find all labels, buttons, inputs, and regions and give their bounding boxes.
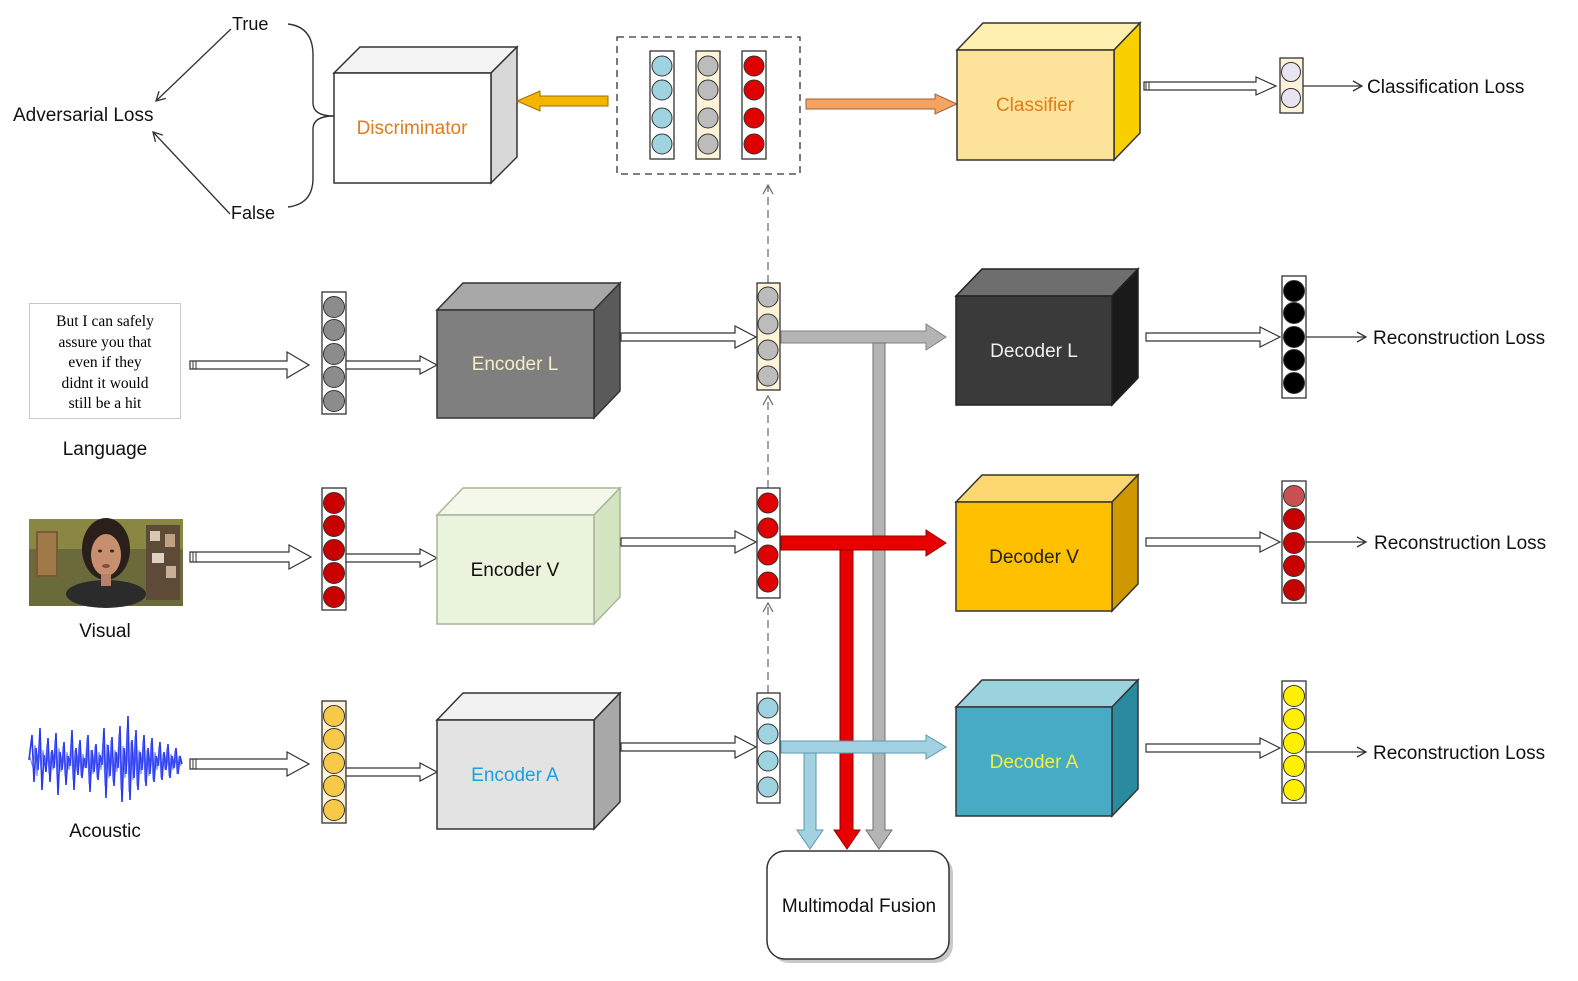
shared-representation-group	[616, 36, 801, 175]
adversarial-branch: Adversarial Loss True False	[13, 14, 335, 223]
classification-loss-label: Classification Loss	[1367, 77, 1524, 98]
reconstruction-a-label: Reconstruction Loss	[1373, 743, 1545, 764]
language-text-line: didnt it would	[61, 374, 149, 392]
visual-to-decoder-arrow	[780, 529, 947, 557]
acoustic-input-vector	[321, 700, 347, 824]
encoder-v-label: Encoder V	[471, 560, 560, 581]
visual-to-fusion-arrow	[833, 549, 861, 850]
visual-input-frame	[29, 518, 183, 608]
visual-reconstruction-vector	[1281, 480, 1307, 604]
multimodal-fusion-box: Multimodal Fusion	[766, 850, 953, 963]
acoustic-label: Acoustic	[69, 821, 141, 842]
classification-output-vector	[1279, 57, 1304, 114]
visual-latent-vector	[756, 487, 781, 599]
classifier-label: Classifier	[996, 95, 1075, 116]
language-input-vector	[321, 291, 347, 415]
encoder-v-output-arrow	[620, 530, 758, 554]
encoder-l-box: Encoder L	[435, 281, 622, 420]
encoder-a-box: Encoder A	[435, 691, 622, 831]
acoustic-to-fusion-arrow	[796, 752, 824, 850]
decoder-a-label: Decoder A	[990, 752, 1079, 773]
language-reconstruction-vector	[1281, 275, 1307, 399]
decoder-a-output-arrow	[1145, 737, 1282, 759]
language-to-encoder-arrow	[345, 355, 439, 375]
visual-label: Visual	[79, 621, 130, 642]
fusion-label: Multimodal Fusion	[782, 896, 936, 917]
decoder-v-box: Decoder V	[954, 473, 1140, 613]
visual-input-vector	[321, 487, 347, 611]
visual-to-encoder-arrow	[345, 548, 439, 568]
decoder-l-output-arrow	[1145, 326, 1282, 348]
language-text-line: assure you that	[58, 333, 152, 351]
true-label: True	[232, 14, 268, 34]
to-discriminator-arrow	[515, 90, 609, 112]
language-input-arrow	[189, 350, 311, 380]
acoustic-input-arrow	[189, 750, 311, 778]
decoder-v-label: Decoder V	[989, 547, 1079, 568]
acoustic-to-encoder-arrow	[345, 762, 439, 782]
decoder-v-output-arrow	[1145, 531, 1282, 553]
language-to-decoder-arrow	[780, 323, 947, 351]
encoder-l-label: Encoder L	[472, 354, 559, 375]
reconstruction-l-label: Reconstruction Loss	[1373, 328, 1545, 349]
discriminator-label: Discriminator	[357, 118, 469, 139]
encoder-l-output-arrow	[620, 325, 758, 349]
discriminator-box: Discriminator	[332, 45, 519, 185]
decoder-l-label: Decoder L	[990, 341, 1078, 362]
acoustic-waveform	[28, 715, 183, 803]
language-text-line: But I can safely	[56, 313, 154, 330]
false-arrow	[152, 131, 231, 215]
language-input-text: But I can safely assure you that even if…	[29, 303, 181, 419]
language-text-line: even if they	[68, 354, 142, 371]
language-label: Language	[63, 439, 148, 460]
classifier-box: Classifier	[955, 21, 1142, 162]
adversarial-loss-label: Adversarial Loss	[13, 105, 153, 126]
language-to-fusion-arrow	[865, 342, 893, 850]
decoder-a-box: Decoder A	[954, 678, 1140, 818]
classifier-output-arrow	[1143, 76, 1278, 96]
decoder-l-box: Decoder L	[954, 267, 1140, 407]
to-classifier-arrow	[805, 93, 959, 115]
encoder-a-output-arrow	[620, 735, 758, 759]
encoder-a-label: Encoder A	[471, 765, 559, 786]
acoustic-latent-vector	[756, 692, 781, 804]
output-brace	[287, 23, 335, 208]
true-arrow	[155, 28, 232, 102]
acoustic-reconstruction-vector	[1281, 680, 1307, 804]
reconstruction-v-label: Reconstruction Loss	[1374, 533, 1546, 554]
visual-input-arrow	[189, 543, 313, 571]
language-latent-vector	[756, 282, 781, 391]
encoder-v-box: Encoder V	[435, 486, 622, 626]
false-label: False	[231, 203, 275, 223]
language-text-line: still be a hit	[68, 395, 142, 412]
